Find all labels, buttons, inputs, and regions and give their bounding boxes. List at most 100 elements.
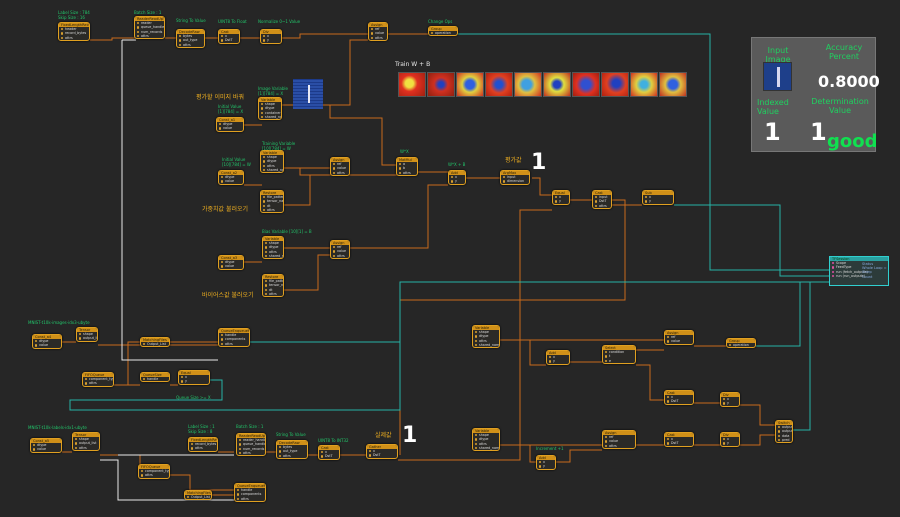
node-port[interactable]: components bbox=[219, 337, 249, 341]
node-port[interactable]: attrs bbox=[73, 446, 99, 450]
node-port[interactable]: attrs bbox=[331, 254, 349, 258]
node-port[interactable]: attrs bbox=[135, 34, 164, 38]
node-port[interactable]: value bbox=[31, 447, 61, 451]
node-port[interactable]: attrs bbox=[261, 208, 283, 212]
node-port[interactable]: output_list bbox=[77, 336, 97, 340]
node-port[interactable]: file_pattern bbox=[263, 279, 283, 283]
node-port[interactable]: DstT bbox=[367, 453, 397, 457]
node-port[interactable]: x bbox=[721, 397, 739, 401]
node-port[interactable]: component_types bbox=[139, 469, 169, 473]
node-port[interactable]: dtype bbox=[219, 175, 243, 179]
node-port[interactable]: DstT bbox=[593, 199, 611, 203]
node-port[interactable]: components bbox=[235, 492, 265, 496]
node-port[interactable]: shape bbox=[261, 155, 283, 159]
node-port[interactable]: y bbox=[553, 199, 569, 203]
node-port[interactable]: t bbox=[603, 354, 635, 358]
node-port[interactable]: x bbox=[721, 437, 739, 441]
node-port[interactable]: shared_name bbox=[261, 168, 283, 172]
node-port[interactable]: input bbox=[593, 195, 611, 199]
node-port[interactable]: attrs bbox=[263, 292, 283, 296]
node-port[interactable]: y bbox=[643, 199, 673, 203]
node-port[interactable]: record_bytes bbox=[189, 442, 217, 446]
node-port[interactable]: dt bbox=[261, 204, 283, 208]
node-port[interactable]: x bbox=[219, 34, 239, 38]
node-port[interactable]: run (run_outputs) bbox=[830, 274, 888, 278]
node-port[interactable]: bytes bbox=[277, 445, 307, 449]
node-port[interactable]: x bbox=[179, 375, 209, 379]
node-port[interactable]: x bbox=[537, 460, 555, 464]
node-port[interactable]: attrs bbox=[261, 164, 283, 168]
node-port[interactable]: x bbox=[665, 437, 693, 441]
node-port[interactable]: ref bbox=[665, 335, 693, 339]
node-port[interactable]: queue_handle bbox=[135, 25, 164, 29]
node-port[interactable]: value bbox=[331, 166, 349, 170]
node-port[interactable]: DstT bbox=[219, 38, 239, 42]
node-port[interactable]: DstT bbox=[665, 399, 693, 403]
node-port[interactable]: value bbox=[331, 249, 349, 253]
node-port[interactable]: y bbox=[179, 379, 209, 383]
node-port[interactable]: a bbox=[397, 162, 417, 166]
node-port[interactable]: record_bytes bbox=[59, 31, 89, 35]
node-port[interactable]: attrs bbox=[235, 497, 265, 501]
node-port[interactable]: shape bbox=[473, 330, 499, 334]
node-port[interactable]: x bbox=[319, 450, 339, 454]
node-port[interactable]: x bbox=[261, 34, 281, 38]
node-port[interactable]: dtype bbox=[473, 334, 499, 338]
node-port[interactable]: tensor_name bbox=[263, 283, 283, 287]
node-port[interactable]: shape bbox=[73, 437, 99, 441]
node-port[interactable]: b bbox=[397, 166, 417, 170]
node-port[interactable]: y bbox=[537, 464, 555, 468]
node-port[interactable]: tensor_name bbox=[261, 199, 283, 203]
node-port[interactable]: component_types bbox=[83, 377, 113, 381]
node-port[interactable]: dtype bbox=[217, 122, 243, 126]
node-port[interactable]: ref bbox=[369, 27, 387, 31]
node-port[interactable]: value bbox=[603, 439, 635, 443]
node-port[interactable]: operation bbox=[727, 343, 755, 347]
tf-session-node[interactable]: TFSession Scope FeedType run (fetch_outp… bbox=[829, 256, 889, 286]
node-port[interactable]: attrs bbox=[59, 36, 89, 40]
node-port[interactable]: handle bbox=[235, 488, 265, 492]
node-port[interactable]: FeedType bbox=[830, 265, 888, 269]
node-port[interactable]: y bbox=[449, 179, 465, 183]
node-port[interactable]: value bbox=[665, 339, 693, 343]
node-port[interactable]: y bbox=[721, 401, 739, 405]
node-port[interactable]: data bbox=[776, 434, 792, 438]
node-port[interactable]: attrs bbox=[177, 43, 204, 47]
node-port[interactable]: value bbox=[219, 264, 243, 268]
node-port[interactable]: attrs bbox=[603, 444, 635, 448]
node-port[interactable]: dtype bbox=[219, 260, 243, 264]
node-port[interactable]: value bbox=[217, 126, 243, 130]
node-port[interactable]: ref bbox=[331, 245, 349, 249]
node-port[interactable]: y bbox=[547, 359, 569, 363]
node-port[interactable]: shape bbox=[77, 332, 97, 336]
node-port[interactable]: operation bbox=[429, 31, 457, 35]
node-port[interactable]: shape bbox=[263, 241, 283, 245]
node-port[interactable]: dtype bbox=[263, 245, 283, 249]
node-port[interactable]: x bbox=[547, 355, 569, 359]
fixed-length-record-reader-node[interactable]: FixedLengthRecordReaderheaderrecord_byte… bbox=[58, 22, 90, 41]
node-port[interactable]: container bbox=[259, 111, 281, 115]
node-port[interactable]: pred bbox=[776, 438, 792, 442]
